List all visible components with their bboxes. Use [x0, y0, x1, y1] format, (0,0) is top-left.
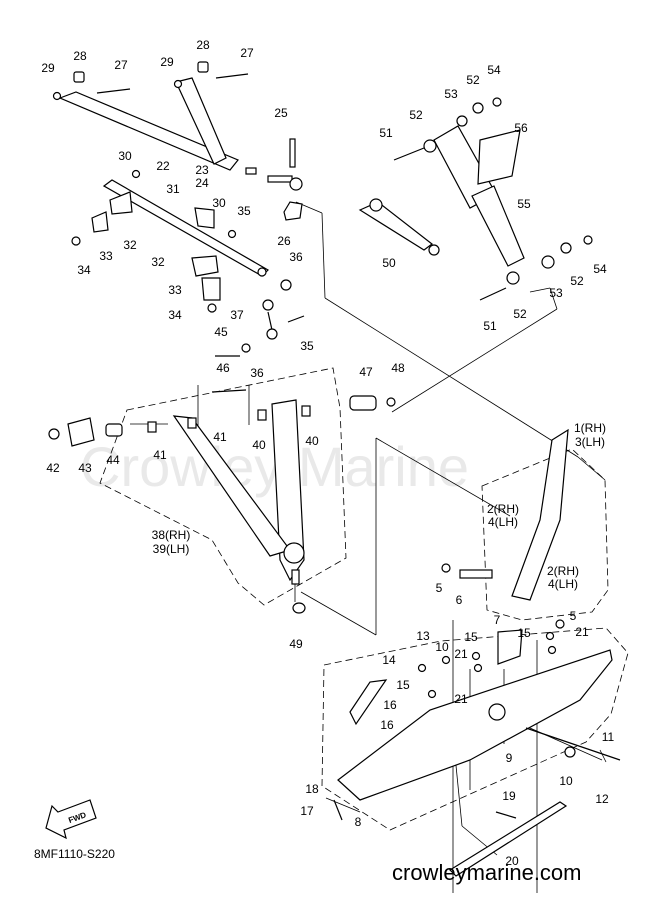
diagram-code: 8MF1110-S220: [34, 847, 115, 861]
callout-label-l34a: 34: [77, 263, 91, 277]
spindle-and-link: [172, 299, 306, 614]
callout-label-l51b: 51: [483, 319, 497, 333]
callout-label-l15b: 15: [464, 630, 478, 644]
callout-label-l51a: 51: [379, 126, 393, 140]
callout-label-l10b: 10: [559, 774, 573, 788]
callout-label-l53a: 53: [444, 87, 458, 101]
callout-label-l2b: 2(RH): [547, 564, 579, 578]
callout-label-l13: 13: [416, 629, 430, 643]
ski-and-runner: [333, 428, 621, 877]
callout-label-l27a: 27: [114, 58, 128, 72]
callout-label-l4a: 4(LH): [488, 515, 518, 529]
callout-label-l15a: 15: [517, 626, 531, 640]
callout-label-l52b: 52: [466, 73, 480, 87]
callout-label-l28a: 28: [73, 49, 87, 63]
callout-label-l31: 31: [166, 182, 180, 196]
callout-label-l15c: 15: [396, 678, 410, 692]
callout-label-l36b: 36: [250, 366, 264, 380]
callout-label-l35a: 35: [237, 204, 251, 218]
ski-group-outline: [481, 448, 609, 621]
callout-label-l3: 3(LH): [575, 435, 605, 449]
callout-label-l22: 22: [156, 159, 170, 173]
callout-label-l14: 14: [382, 653, 396, 667]
callout-label-l17: 17: [300, 804, 314, 818]
callout-label-l54a: 54: [487, 63, 501, 77]
callout-label-l20: 20: [505, 854, 519, 868]
callout-label-l41b: 41: [153, 448, 167, 462]
callout-label-l53b: 53: [549, 286, 563, 300]
callout-label-l43: 43: [78, 461, 92, 475]
callout-label-l37: 37: [230, 308, 244, 322]
callout-label-l28b: 28: [196, 38, 210, 52]
callout-label-l6: 6: [456, 593, 463, 607]
callout-label-l32b: 32: [151, 255, 165, 269]
callout-label-l4b: 4(LH): [548, 577, 578, 591]
callout-label-l21b: 21: [454, 647, 468, 661]
callout-label-l16a: 16: [383, 698, 397, 712]
callout-label-l39: 39(LH): [153, 542, 190, 556]
callout-label-l33b: 33: [168, 283, 182, 297]
callout-label-l26: 26: [277, 234, 291, 248]
callout-label-l41a: 41: [213, 430, 227, 444]
callout-label-l52d: 52: [513, 307, 527, 321]
callout-label-l52a: 52: [409, 108, 423, 122]
fwd-arrow-icon: FWD: [45, 799, 97, 840]
callout-label-l38: 38(RH): [152, 528, 191, 542]
callout-label-l52c: 52: [570, 274, 584, 288]
callout-label-l5b: 5: [570, 609, 577, 623]
callout-label-l34b: 34: [168, 308, 182, 322]
callout-label-l1: 1(RH): [574, 421, 606, 435]
callout-label-l44: 44: [106, 453, 120, 467]
callout-label-l46: 46: [216, 361, 230, 375]
callout-label-l49: 49: [289, 637, 303, 651]
callout-label-l47: 47: [359, 365, 373, 379]
callout-label-l16b: 16: [380, 718, 394, 732]
callout-label-l10a: 10: [435, 640, 449, 654]
callout-label-l24: 24: [195, 176, 209, 190]
runner-group-outline: [321, 627, 629, 831]
callout-label-l12: 12: [595, 792, 609, 806]
callout-label-l40a: 40: [252, 438, 266, 452]
callout-label-l36a: 36: [289, 250, 303, 264]
callout-label-l56: 56: [514, 121, 528, 135]
callout-label-l54b: 54: [593, 262, 607, 276]
callout-label-l45: 45: [214, 325, 228, 339]
callout-label-l50: 50: [382, 256, 396, 270]
callout-label-l40b: 40: [305, 434, 319, 448]
callout-label-l8: 8: [355, 815, 362, 829]
callout-label-l9: 9: [506, 751, 513, 765]
callout-label-l7: 7: [494, 613, 501, 627]
callout-label-l23: 23: [195, 163, 209, 177]
callout-label-l18: 18: [305, 782, 319, 796]
callout-label-l19: 19: [502, 789, 516, 803]
callout-label-l5a: 5: [436, 581, 443, 595]
callout-label-l33a: 33: [99, 249, 113, 263]
callout-label-l30a: 30: [118, 149, 132, 163]
callout-label-l25: 25: [274, 106, 288, 120]
torque-rod-assembly: [52, 61, 303, 221]
callout-label-l32a: 32: [123, 238, 137, 252]
callout-label-l42: 42: [46, 461, 60, 475]
callout-label-l21a: 21: [575, 625, 589, 639]
callout-label-l27b: 27: [240, 46, 254, 60]
callout-label-l29a: 29: [41, 61, 55, 75]
adjuster-tool: [358, 198, 440, 256]
tie-rod-assembly: [71, 169, 292, 313]
callout-label-l35b: 35: [300, 339, 314, 353]
callout-label-l29b: 29: [160, 55, 174, 69]
a-arm-hardware: [48, 395, 396, 447]
callout-label-l48: 48: [391, 361, 405, 375]
callout-label-l55: 55: [517, 197, 531, 211]
shock-absorber: [393, 97, 593, 301]
a-arm-group-outline: [99, 367, 347, 606]
callout-label-l11: 11: [602, 730, 615, 744]
callout-label-l2a: 2(RH): [487, 502, 519, 516]
callout-label-l21c: 21: [454, 692, 468, 706]
website-url: crowleymarine.com: [392, 860, 582, 885]
callout-label-l30b: 30: [212, 196, 226, 210]
